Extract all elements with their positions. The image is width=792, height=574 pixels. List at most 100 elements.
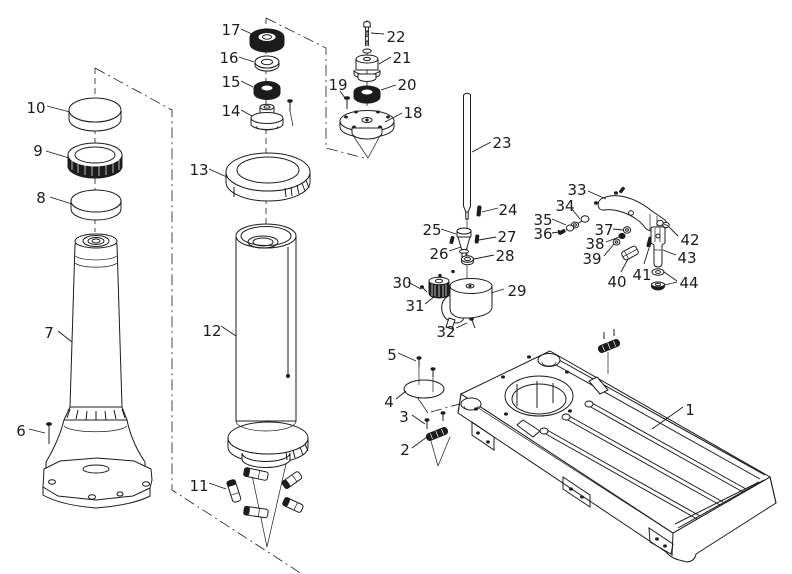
- part-label-20: 20: [397, 76, 416, 94]
- part-label-21: 21: [392, 49, 411, 67]
- base-t-slots: [539, 400, 747, 520]
- part-5-pin: [416, 356, 436, 392]
- part-24-pin: [476, 205, 482, 217]
- leader-36-arrow: [558, 229, 564, 235]
- leader-2: [411, 436, 428, 449]
- part-label-6: 6: [16, 422, 26, 440]
- part-label-36: 36: [533, 225, 552, 243]
- part-label-29: 29: [507, 282, 526, 300]
- part-32-screw: [469, 317, 476, 329]
- leader-6: [28, 428, 46, 434]
- part-label-11: 11: [189, 477, 208, 495]
- part-label-28: 28: [495, 247, 514, 265]
- part-19-pin: [344, 96, 350, 109]
- leader-23: [471, 141, 492, 153]
- leader-11: [208, 482, 227, 490]
- part-label-41: 41: [632, 266, 651, 284]
- part-label-19: 19: [328, 76, 347, 94]
- leader-19: [339, 90, 346, 99]
- leader-1: [651, 406, 684, 430]
- part-label-26: 26: [429, 245, 448, 263]
- part-label-31: 31: [405, 297, 424, 315]
- leader-lines: [28, 28, 684, 490]
- leader-14: [240, 109, 253, 117]
- leader-39: [603, 243, 615, 257]
- leader-16: [238, 56, 255, 63]
- part-label-38: 38: [585, 235, 604, 253]
- part-label-14: 14: [221, 102, 240, 120]
- part-label-3: 3: [399, 408, 409, 426]
- leader-26: [448, 246, 462, 252]
- part-13-ring: [225, 152, 311, 202]
- part-1-base: [457, 329, 777, 563]
- centerline-left-diagonal: [94, 67, 303, 574]
- leader-35: [551, 218, 567, 226]
- part-label-42: 42: [680, 231, 699, 249]
- part-12-tube: [227, 223, 309, 468]
- part-label-22: 22: [386, 28, 405, 46]
- part-9-knurled-ring: [67, 142, 123, 179]
- base-column-hole: [504, 375, 574, 417]
- leader-12: [220, 325, 237, 337]
- part-6-pin: [46, 422, 52, 444]
- base-rim-outer: [551, 355, 766, 476]
- part-labels: 1 2 3 4 5 6 7 8 9 10 11 12 13 14 15 16 1…: [16, 21, 699, 495]
- leader-18: [384, 112, 403, 123]
- part-label-2: 2: [400, 441, 410, 459]
- part-label-5: 5: [387, 346, 397, 364]
- part-43-clevis: [650, 226, 666, 268]
- knurl-ticks: [71, 160, 120, 176]
- base-wall-recesses: [471, 421, 674, 555]
- ring-knurl-ticks: [284, 179, 310, 198]
- part-18-flange: [339, 110, 395, 140]
- base-bolt-holes: [474, 355, 572, 416]
- base-rim-inner: [548, 360, 761, 480]
- base-clamp-plate: [597, 339, 621, 353]
- v-line-middle-b: [266, 463, 287, 548]
- flange-knurl-ticks: [285, 443, 309, 461]
- leader-29: [490, 288, 505, 294]
- part-27-pin: [474, 234, 480, 244]
- part-label-40: 40: [607, 273, 626, 291]
- leader-43: [662, 249, 677, 256]
- leader-13: [208, 168, 228, 178]
- part-label-8: 8: [36, 189, 46, 207]
- part-2-clamp: [425, 427, 451, 467]
- part-17-bearing: [249, 28, 285, 53]
- leader-33: [587, 190, 607, 200]
- part-label-34: 34: [555, 197, 574, 215]
- part-16-washer: [254, 55, 280, 72]
- part-label-23: 23: [492, 134, 511, 152]
- v-line-cap-a: [351, 133, 369, 159]
- part-37-38-39-washers: [612, 226, 632, 246]
- part-7-column: [42, 233, 153, 509]
- part-15-bearing: [253, 81, 281, 100]
- column-knurl-ticks: [66, 408, 126, 421]
- leader-25: [440, 228, 457, 235]
- part-3-screws: [424, 411, 446, 429]
- part-label-7: 7: [44, 324, 54, 342]
- part-28-nut: [461, 255, 474, 266]
- part-label-27: 27: [497, 228, 516, 246]
- part-11-wedges: [226, 467, 304, 519]
- part-label-4: 4: [384, 393, 394, 411]
- part-8-ring: [70, 189, 122, 221]
- part-label-39: 39: [582, 250, 601, 268]
- leader-44a: [663, 271, 678, 282]
- part-25-26-spring-seat: [449, 227, 480, 259]
- part-label-30: 30: [392, 274, 411, 292]
- leader-22: [370, 32, 385, 35]
- part-label-16: 16: [219, 49, 238, 67]
- leader-44b: [664, 281, 678, 286]
- leader-41: [643, 247, 650, 265]
- part-label-18: 18: [403, 104, 422, 122]
- leader-30: [407, 281, 422, 290]
- part-40-block: [621, 245, 639, 261]
- part-label-17: 17: [221, 21, 240, 39]
- leader-4: [395, 390, 407, 400]
- part-22-screw: [362, 21, 372, 54]
- part-label-37: 37: [594, 221, 613, 239]
- part-21-cap: [353, 54, 381, 82]
